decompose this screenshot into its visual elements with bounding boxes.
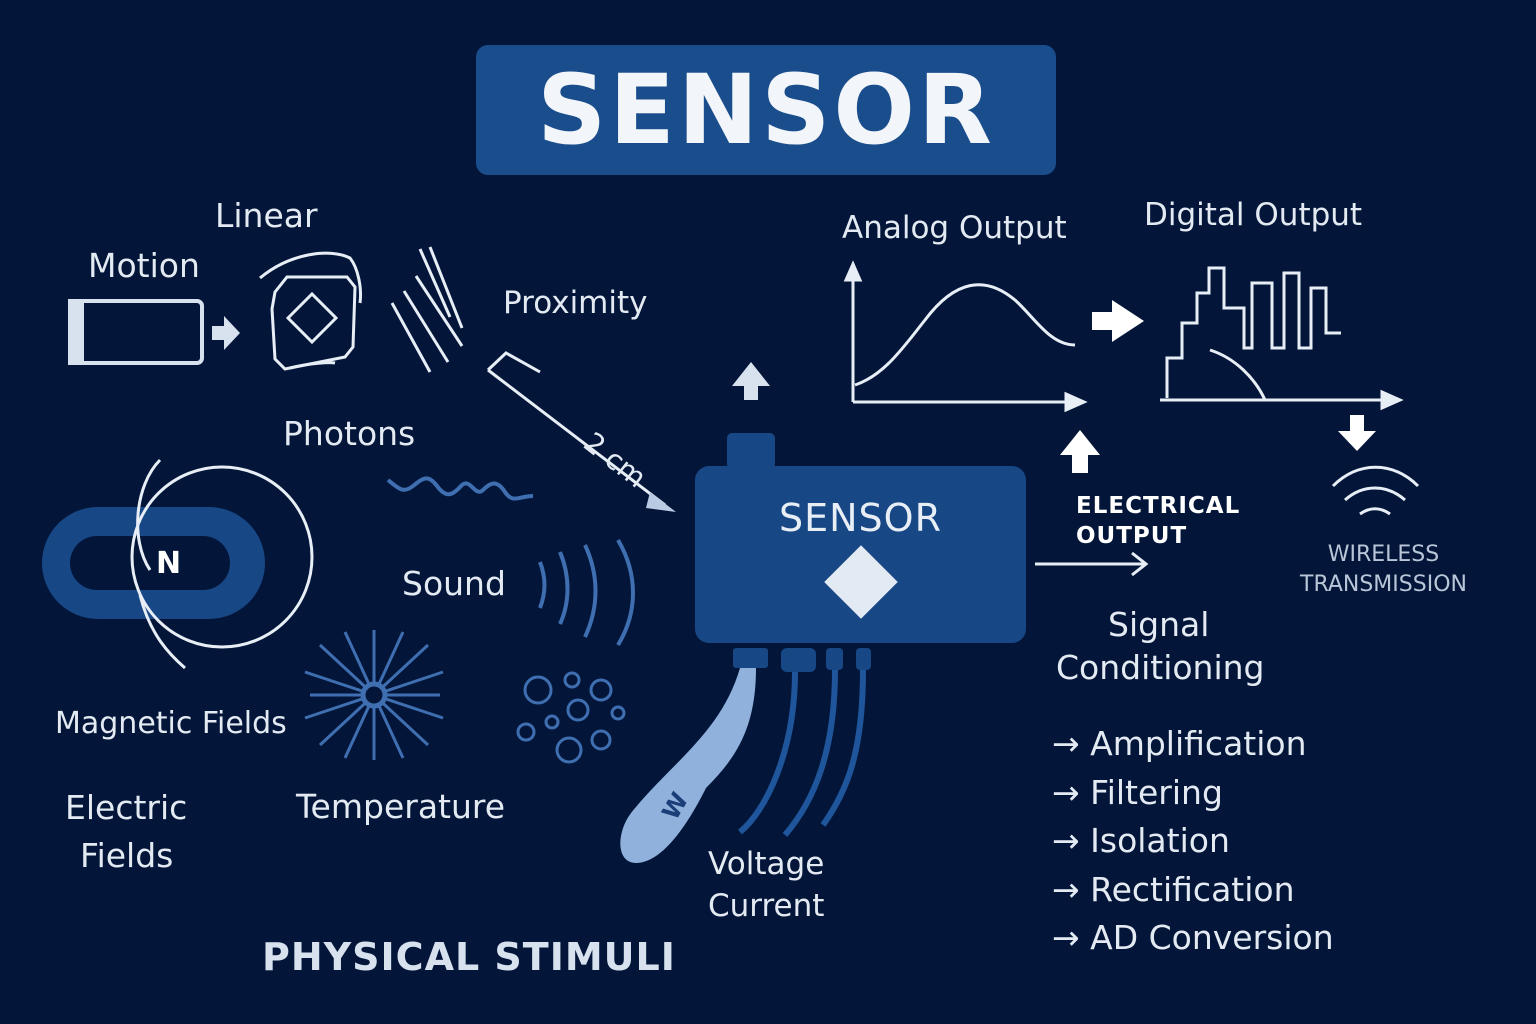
- arrow-right-icon: [212, 316, 240, 350]
- particles-icon: [516, 671, 626, 764]
- label-electric-fields-2: Fields: [80, 836, 174, 875]
- label-sound: Sound: [402, 564, 506, 603]
- physical-stimuli-heading: PHYSICAL STIMULI: [262, 935, 676, 979]
- label-proximity: Proximity: [503, 285, 648, 321]
- sensor-box: SENSOR: [695, 466, 1026, 643]
- page-title: SENSOR: [537, 54, 995, 166]
- wireless-icon: [1331, 465, 1420, 516]
- linear-device-icon: [259, 251, 362, 371]
- wireless-line-2: TRANSMISSION: [1300, 571, 1467, 597]
- cables: [738, 669, 866, 837]
- label-voltage: Voltage: [708, 846, 825, 882]
- magnet-icon: [42, 458, 314, 670]
- label-electrical-output: ELECTRICAL OUTPUT: [1076, 492, 1240, 552]
- conversion-arrow-icon: [1092, 300, 1144, 342]
- title-banner: SENSOR: [476, 45, 1056, 175]
- electrical-line-2: OUTPUT: [1076, 522, 1188, 549]
- label-temperature: Temperature: [296, 787, 506, 826]
- proximity-lines-icon: [390, 246, 464, 373]
- digital-chart: [1160, 266, 1404, 411]
- label-linear: Linear: [215, 196, 318, 235]
- list-item: → AD Conversion: [1052, 918, 1334, 957]
- wireless-line-1: WIRELESS: [1327, 542, 1440, 567]
- electrical-output-arrow: [1035, 551, 1149, 577]
- photon-wave-icon: [386, 476, 534, 501]
- distance-arrow-icon: [486, 351, 676, 512]
- motion-block-icon: [68, 299, 204, 365]
- temperature-burst-icon: [304, 630, 444, 760]
- label-digital-output: Digital Output: [1144, 197, 1363, 233]
- label-current: Current: [708, 888, 825, 924]
- label-analog-output: Analog Output: [842, 210, 1067, 246]
- list-item: → Isolation: [1052, 821, 1230, 860]
- conditioning-list: → Amplification → Filtering → Isolation …: [1052, 724, 1334, 967]
- magnet-pole-label: N: [156, 546, 182, 581]
- label-photons: Photons: [283, 414, 416, 453]
- label-electric-fields-1: Electric: [65, 788, 188, 827]
- sensor-label: SENSOR: [779, 496, 942, 540]
- cable-connectors: [733, 648, 871, 672]
- list-item: → Filtering: [1052, 772, 1223, 812]
- label-motion: Motion: [88, 246, 200, 285]
- analog-chart: [843, 260, 1088, 413]
- list-item: → Rectification: [1052, 869, 1295, 909]
- electrical-line-1: ELECTRICAL: [1076, 493, 1241, 519]
- label-wireless-transmission: WIRELESS TRANSMISSION: [1300, 540, 1467, 599]
- up-arrow-icon: [1060, 430, 1100, 473]
- label-signal: Signal: [1108, 605, 1210, 644]
- temperature-probe: [620, 668, 756, 863]
- down-arrow-icon: [1338, 415, 1376, 451]
- sound-waves-icon: [538, 538, 635, 647]
- sensor-diamond-icon: [824, 545, 898, 619]
- list-item: → Amplification: [1052, 724, 1307, 763]
- up-arrow-icon: [732, 362, 770, 400]
- top-connector: [727, 433, 775, 469]
- label-conditioning: Conditioning: [1056, 648, 1265, 687]
- label-magnetic-fields: Magnetic Fields: [55, 706, 287, 741]
